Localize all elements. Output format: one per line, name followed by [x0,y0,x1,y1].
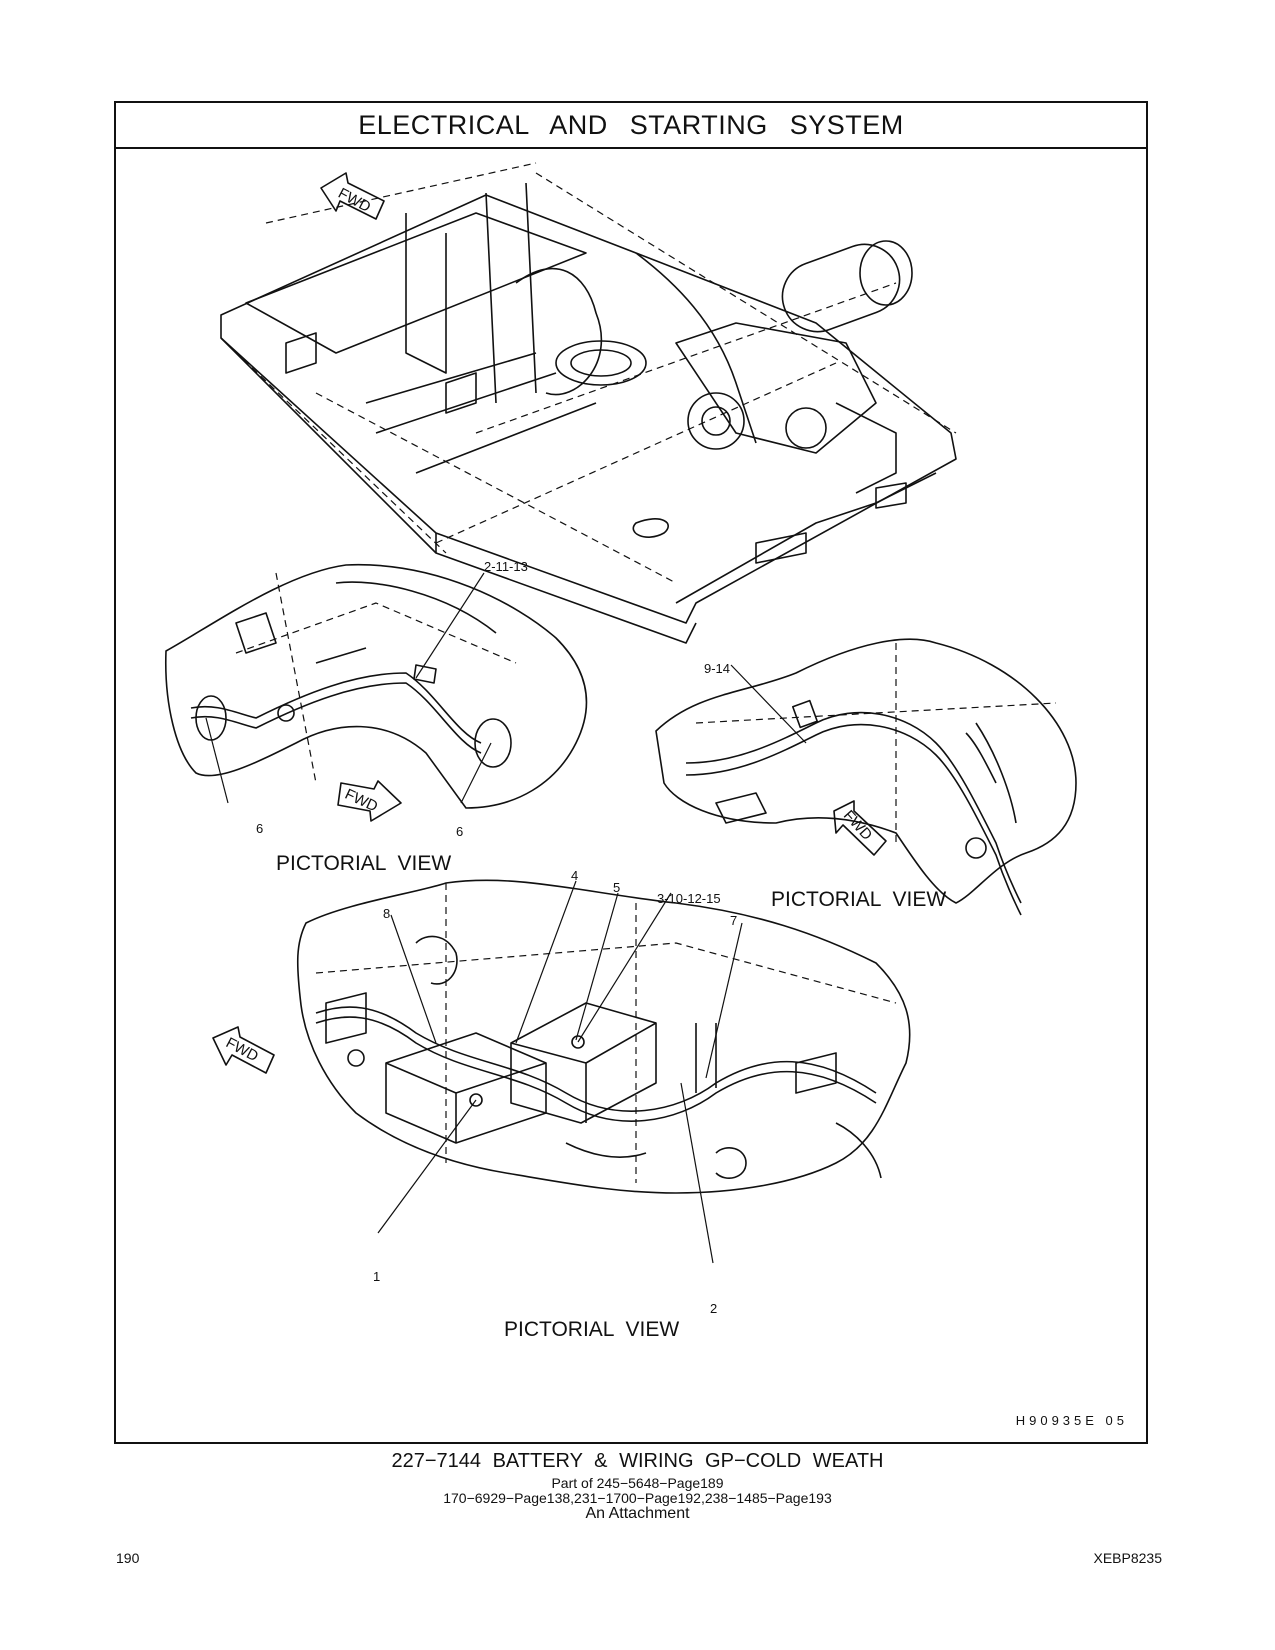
callout-9-14: 9-14 [704,661,730,676]
reference-pages: 170−6929−Page138,231−1700−Page192,238−14… [443,1490,832,1506]
callout-7: 7 [730,913,737,928]
fwd-label-top: FWD [335,185,373,216]
illustration-code: H90935E 05 [1015,1413,1128,1428]
callout-6-right: 6 [456,824,463,839]
callout-1: 1 [373,1269,380,1284]
view-label-right: PICTORIAL VIEW [771,888,946,911]
title-bar: ELECTRICAL AND STARTING SYSTEM [116,103,1146,149]
callout-2-11-13: 2-11-13 [484,559,528,574]
callout-3-10-12-15: 3-10-12-15 [657,891,721,906]
fwd-arrow-left-view [337,780,402,822]
part-title: 227−7144 BATTERY & WIRING GP−COLD WEATH [391,1450,884,1472]
document-id: XEBP8235 [1093,1550,1163,1566]
part-of-line: Part of 245−5648−Page189 [551,1475,724,1491]
page-number: 190 [116,1550,140,1566]
pictorial-view-left-drawing [164,563,588,809]
callout-5: 5 [613,880,620,895]
attachment-note: An Attachment [585,1505,690,1522]
fwd-label-left: FWD [342,786,380,816]
fwd-arrow-bottom-view [212,1026,275,1074]
fwd-arrow-right-view [833,800,887,856]
illustration-frame: ELECTRICAL AND STARTING SYSTEM [114,101,1148,1444]
pictorial-view-right-drawing [655,638,1077,916]
view-label-left: PICTORIAL VIEW [276,852,451,875]
callout-2: 2 [710,1301,717,1316]
pictorial-view-bottom-drawing [296,879,911,1194]
callout-6-left: 6 [256,821,263,836]
leader-lines [205,572,807,1264]
callout-8: 8 [383,906,390,921]
callout-4: 4 [571,868,578,883]
view-label-bottom: PICTORIAL VIEW [504,1318,679,1341]
fwd-arrow-top [320,172,385,220]
parts-illustration: 2-11-13 9-14 6 6 4 5 3-10-12-15 8 7 1 2 … [164,162,1077,1341]
page-title: ELECTRICAL AND STARTING SYSTEM [358,109,904,140]
main-machine-drawing [220,182,957,644]
